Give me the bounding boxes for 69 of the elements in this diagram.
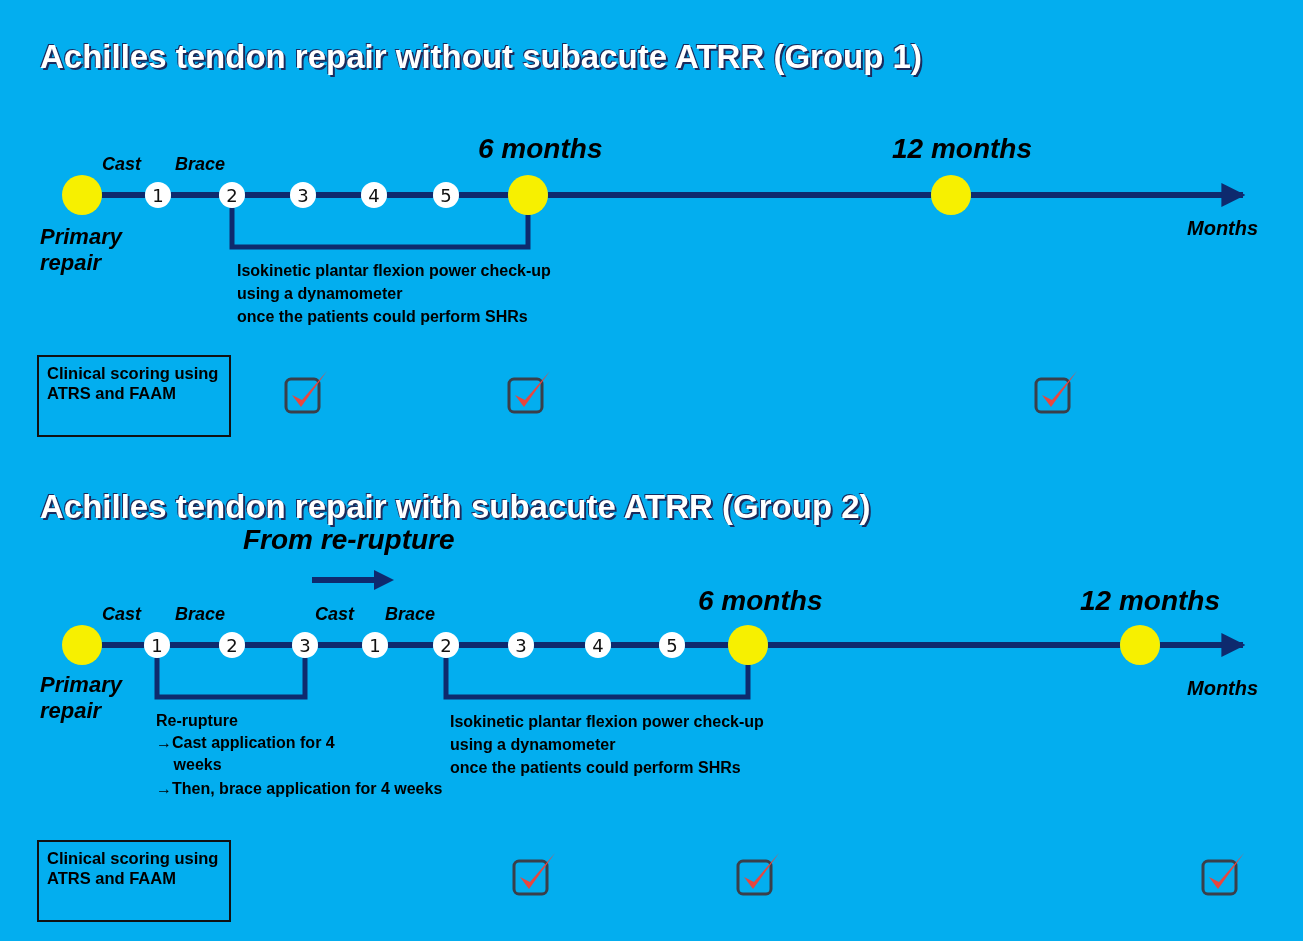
timeline-line [971,183,1246,207]
note-text: once the patients could perform SHRs [450,759,741,777]
note-text: once the patients could perform SHRs [237,308,528,326]
time-label: 12 months [892,133,1033,165]
timeline-line [685,642,728,648]
phase-label: Brace [385,604,436,625]
phase-label: Brace [175,154,226,175]
month-marker: 5 [659,632,685,658]
milestone-label: Primary repair [40,224,124,277]
note-text: →Then, brace application for 4 weeks [156,779,444,799]
timeline-line [387,192,433,198]
timeline-line [768,642,1120,648]
scoring-box: Clinical scoring using ATRS and FAAM [37,840,231,922]
month-marker: 2 [433,632,459,658]
timeline-line [170,642,219,648]
milestone-label: Primary repair [40,672,124,725]
axis-label: Months [1187,677,1259,700]
timeline-line [534,642,585,648]
note-text: Isokinetic plantar flexion power check-up [450,713,764,731]
timeline-line [318,642,362,648]
phase-label: Cast [102,604,141,625]
note-text: using a dynamometer [237,285,403,303]
month-marker: 3 [508,632,534,658]
month-marker: 4 [585,632,611,658]
timeline-line [171,192,219,198]
milestone-dot [728,625,768,665]
section-heading: Achilles tendon repair without subacute ATRR (Group 1) [40,38,922,76]
milestone-dot [508,175,548,215]
timeline-line [459,192,508,198]
note-text: Re-rupture [156,711,239,731]
timeline-line [388,642,433,648]
note-text: Isokinetic plantar flexion power check-up [237,262,551,280]
phase-label: Brace [175,604,226,625]
bracket-connector [443,658,751,700]
time-label: 6 months [478,133,603,165]
month-marker: 1 [145,182,171,208]
annotation-label: From re-rupture [243,524,455,556]
timeline-line [316,192,361,198]
axis-label: Months [1187,217,1259,240]
timeline-line [102,192,145,198]
milestone-dot [1120,625,1160,665]
phase-label: Cast [315,604,354,625]
month-marker: 5 [433,182,459,208]
milestone-dot [62,175,102,215]
milestone-dot [62,625,102,665]
month-marker: 1 [144,632,170,658]
timeline-line [1160,633,1246,657]
time-label: 12 months [1080,585,1221,617]
month-marker: 2 [219,182,245,208]
timeline-line [102,642,144,648]
note-text: →Cast application for 4 weeks [156,733,336,776]
section-heading: Achilles tendon repair with subacute ATRR (Group 2) [40,488,871,526]
month-marker: 4 [361,182,387,208]
scoring-box: Clinical scoring using ATRS and FAAM [37,355,231,437]
month-marker: 3 [290,182,316,208]
bracket-connector [154,658,308,700]
milestone-dot [931,175,971,215]
timeline-line [245,192,290,198]
time-label: 6 months [698,585,823,617]
bracket-connector [229,208,531,250]
timeline-line [548,192,931,198]
timeline-line [611,642,659,648]
phase-label: Cast [102,154,141,175]
month-marker: 2 [219,632,245,658]
timeline-line [459,642,508,648]
month-marker: 1 [362,632,388,658]
timeline-line [245,642,292,648]
note-text: using a dynamometer [450,736,616,754]
month-marker: 3 [292,632,318,658]
